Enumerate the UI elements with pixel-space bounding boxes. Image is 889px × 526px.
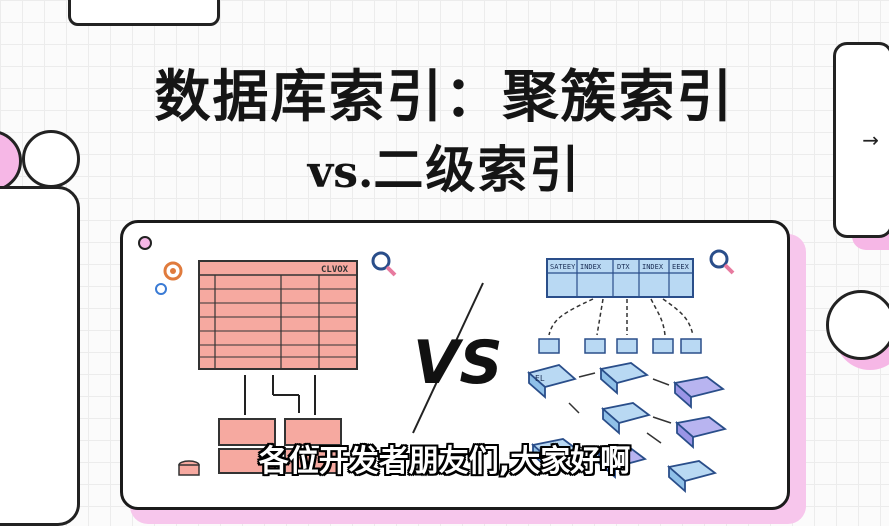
vs-prefix: vs. [307, 147, 374, 198]
vs-slash [412, 282, 484, 434]
pointer-node [584, 338, 606, 354]
node-label: EL [535, 374, 545, 383]
pointer-node [680, 338, 702, 354]
header-cell: INDEX [580, 263, 602, 271]
illustration: CLVOX VS SATEEY INDEX [138, 236, 735, 493]
left-arrows [244, 375, 316, 415]
page-subtitle-line: vs.二级索引 [0, 130, 889, 202]
pink-dot [138, 236, 152, 250]
header-cell: DTX [617, 263, 630, 271]
block-arrows [568, 372, 672, 452]
pointer-node [652, 338, 674, 354]
header-cell: SATEEY [550, 263, 576, 271]
pointer-node [538, 338, 560, 354]
magnifier-icon [371, 251, 397, 277]
right-bottom-circle [826, 290, 889, 360]
gear-icon [163, 261, 183, 281]
data-block [284, 418, 342, 446]
left-table-label: CLVOX [321, 265, 349, 275]
header-cell: INDEX [642, 263, 664, 271]
magnifier-icon [709, 249, 735, 275]
data-block [218, 418, 276, 446]
dashed-arrows [548, 298, 694, 336]
title-line2-main: 二级索引 [373, 141, 582, 199]
vs-label: VS [413, 328, 503, 398]
scattered-blocks [527, 362, 728, 493]
data-block [284, 448, 342, 474]
header-cell: EEEX [672, 263, 690, 271]
secondary-index-table [546, 258, 694, 298]
arrow-right-icon[interactable]: → [862, 128, 879, 152]
data-block [218, 448, 276, 474]
gear-icon [155, 283, 167, 295]
pointer-node [616, 338, 638, 354]
right-rounded-block [833, 42, 889, 238]
database-icon [178, 460, 200, 476]
left-rounded-block [0, 186, 80, 526]
video-subtitle: 各位开发者朋友们,大家好啊 [258, 444, 631, 479]
illustration-card: CLVOX VS SATEEY INDEX [120, 220, 790, 510]
clustered-index-table [198, 260, 358, 370]
node-label: EL [539, 446, 549, 455]
top-tab-shape [68, 0, 220, 26]
page-title: 数据库索引：聚簇索引 [154, 65, 735, 130]
